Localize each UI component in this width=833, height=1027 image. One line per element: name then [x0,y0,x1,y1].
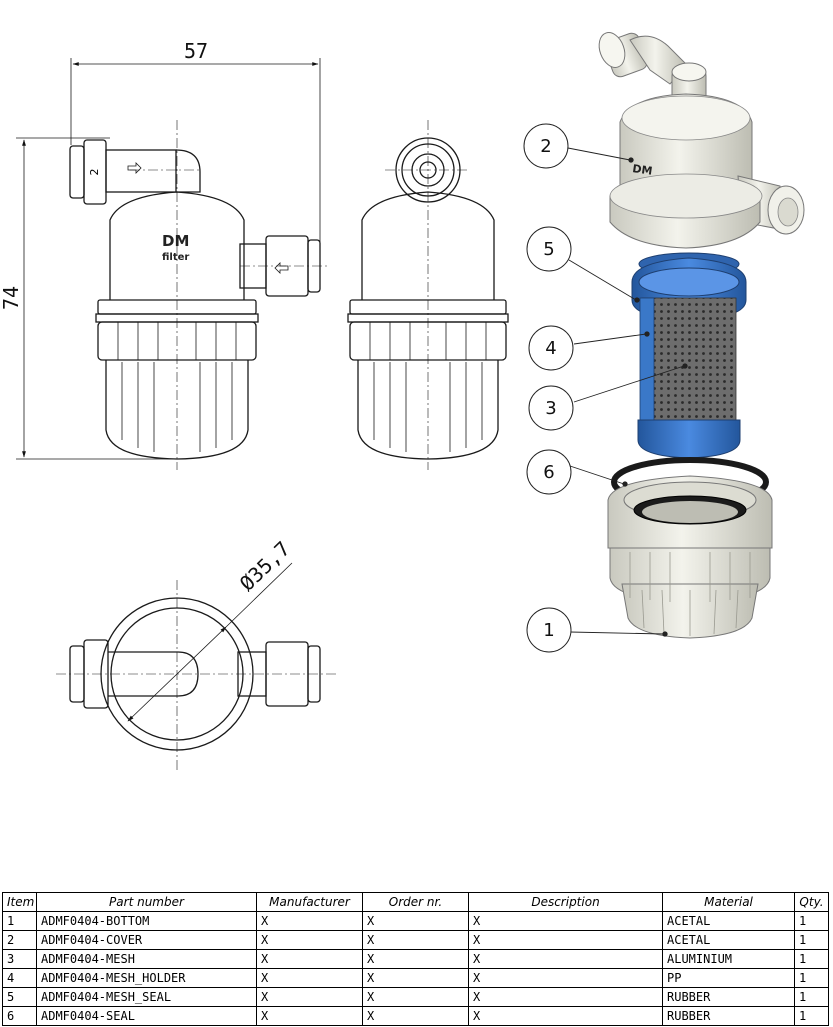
bom-cell-qty: 1 [794,968,829,988]
bom-row: 3 ADMF0404-MESH X X X ALUMINIUM 1 [2,949,829,969]
bom-cell-qty: 1 [794,987,829,1007]
bom-row: 1 ADMF0404-BOTTOM X X X ACETAL 1 [2,911,829,931]
bom-header-row: Item Part number Manufacturer Order nr. … [2,892,829,912]
bom-cell-qty: 1 [794,930,829,950]
bom-cell-order-nr: X [362,1006,469,1026]
bom-cell-part-number: ADMF0404-SEAL [36,1006,257,1026]
bom-cell-part-number: ADMF0404-MESH_SEAL [36,987,257,1007]
bom-cell-qty: 1 [794,949,829,969]
dimension-height: 74 [0,286,23,310]
exploded-view: DM filter [523,32,805,653]
logo-sub: filter [162,252,189,263]
front-view: 57 74 2 DM filter [0,39,330,470]
bom-row: 4 ADMF0404-MESH_HOLDER X X X PP 1 [2,968,829,988]
bom-cell-part-number: ADMF0404-COVER [36,930,257,950]
bom-cell-part-number: ADMF0404-MESH_HOLDER [36,968,257,988]
bom-cell-order-nr: X [362,987,469,1007]
bom-cell-part-number: ADMF0404-MESH [36,949,257,969]
bom-cell-manufacturer: X [256,949,363,969]
bom-header-part-number: Part number [36,892,257,912]
bom-cell-description: X [468,949,663,969]
balloon-1: 1 [526,607,572,653]
bom-cell-qty: 1 [794,911,829,931]
svg-text:1: 1 [543,620,554,641]
bom-header-description: Description [468,892,663,912]
balloon-4: 4 [528,325,574,371]
bom-cell-material: ACETAL [662,911,795,931]
bill-of-materials: Item Part number Manufacturer Order nr. … [2,892,829,1026]
bom-cell-material: PP [662,968,795,988]
bom-cell-order-nr: X [362,949,469,969]
port-label: 2 [88,169,101,176]
bom-cell-description: X [468,930,663,950]
balloon-3: 3 [528,385,574,431]
dimension-width: 57 [184,39,208,63]
bom-cell-material: ACETAL [662,930,795,950]
bom-cell-order-nr: X [362,930,469,950]
bom-cell-description: X [468,987,663,1007]
svg-text:3: 3 [545,398,556,419]
bom-header-qty: Qty. [794,892,829,912]
bom-header-order-nr: Order nr. [362,892,469,912]
svg-text:6: 6 [543,462,554,483]
bom-cell-description: X [468,911,663,931]
top-view: Ø35,7 [56,537,336,770]
bom-cell-item: 2 [2,930,37,950]
bom-cell-description: X [468,968,663,988]
svg-text:DM: DM [632,162,654,178]
bom-cell-description: X [468,1006,663,1026]
bom-cell-item: 1 [2,911,37,931]
logo-main: DM [162,232,189,250]
svg-text:2: 2 [540,136,551,157]
bom-cell-order-nr: X [362,911,469,931]
bom-cell-qty: 1 [794,1006,829,1026]
bom-cell-material: RUBBER [662,1006,795,1026]
bom-cell-manufacturer: X [256,968,363,988]
bom-cell-item: 3 [2,949,37,969]
bom-cell-material: ALUMINIUM [662,949,795,969]
balloon-2: 2 [523,123,569,169]
bom-cell-item: 5 [2,987,37,1007]
svg-text:4: 4 [545,338,556,359]
balloon-6: 6 [526,449,572,495]
bom-cell-order-nr: X [362,968,469,988]
bom-cell-item: 4 [2,968,37,988]
bom-row: 2 ADMF0404-COVER X X X ACETAL 1 [2,930,829,950]
bom-header-item: Item [2,892,37,912]
svg-text:5: 5 [543,239,554,260]
bom-header-material: Material [662,892,795,912]
bom-cell-manufacturer: X [256,987,363,1007]
bom-cell-manufacturer: X [256,930,363,950]
balloon-5: 5 [526,226,572,272]
technical-drawing: 57 74 2 DM filter [0,32,805,770]
bom-cell-part-number: ADMF0404-BOTTOM [36,911,257,931]
bom-row: 6 ADMF0404-SEAL X X X RUBBER 1 [2,1006,829,1026]
bom-header-manufacturer: Manufacturer [256,892,363,912]
bom-cell-manufacturer: X [256,1006,363,1026]
bom-cell-material: RUBBER [662,987,795,1007]
side-view [347,120,509,470]
bom-row: 5 ADMF0404-MESH_SEAL X X X RUBBER 1 [2,987,829,1007]
dimension-diameter: Ø35,7 [235,537,295,596]
bom-cell-manufacturer: X [256,911,363,931]
bom-cell-item: 6 [2,1006,37,1026]
